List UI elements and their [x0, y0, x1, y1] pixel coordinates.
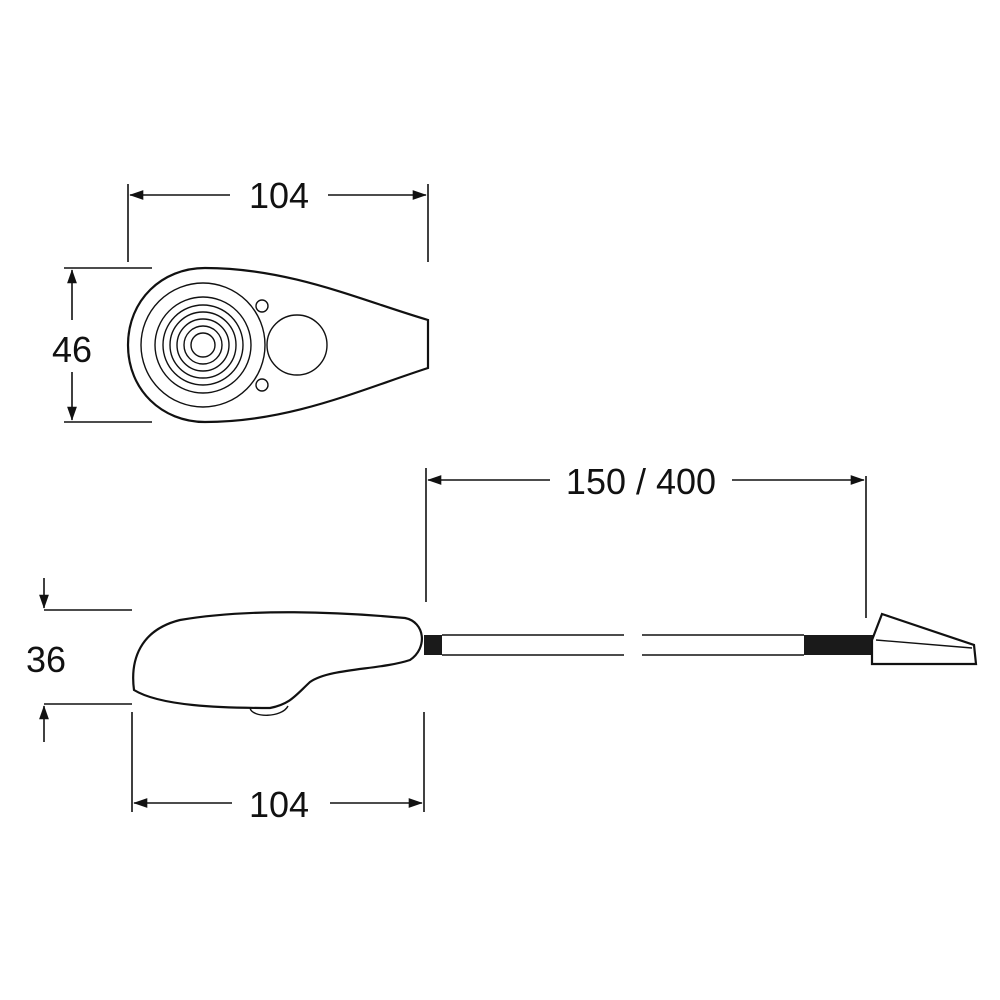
cable-sleeve-body: [424, 635, 442, 655]
mount-hole-bottom: [255, 378, 269, 392]
lens-rings: [140, 282, 266, 408]
lamp-foot: [249, 705, 289, 716]
reflector-window: [266, 314, 328, 376]
connector-edge: [875, 639, 973, 649]
cable-length-label: 150 / 400: [566, 461, 716, 502]
top-width-label: 104: [249, 175, 309, 216]
side-view: 150 / 400 36 104: [26, 461, 978, 825]
top-view: 104 46: [52, 175, 430, 424]
top-height-label: 46: [52, 329, 92, 370]
mount-hole-top: [255, 299, 269, 313]
connector-plug: [870, 612, 978, 666]
lamp-body-side-outline: [132, 611, 423, 710]
lamp-body-top-outline: [126, 266, 430, 424]
side-height-label: 36: [26, 639, 66, 680]
cable-sleeve-connector: [804, 635, 874, 655]
side-width-label: 104: [249, 784, 309, 825]
